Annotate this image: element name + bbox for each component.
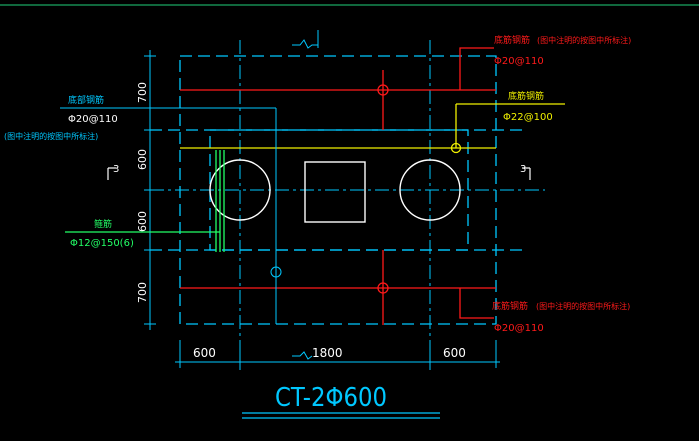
dim-bottom-3: 600	[443, 346, 466, 360]
note-bottom-right-note: (图中注明的按图中所标注)	[536, 301, 630, 311]
dim-left-2: 600	[136, 149, 149, 170]
note-green-rebar: Φ12@150(6)	[70, 238, 134, 249]
dim-left-4: 700	[136, 282, 149, 303]
dim-left-3: 600	[136, 211, 149, 232]
note-top-right-rebar: Φ20@110	[494, 56, 544, 67]
leader-lines	[60, 107, 282, 324]
note-left-top-note: (图中注明的按图中所标注)	[4, 131, 98, 141]
pile-right	[399, 159, 461, 221]
note-left-top-label: 底部钢筋	[68, 94, 104, 106]
note-yellow-rebar: Φ22@100	[503, 112, 553, 123]
dimension-lines	[144, 30, 500, 368]
yellow-rebars	[180, 103, 565, 154]
dim-left-1: 700	[136, 82, 149, 103]
green-stirrups	[65, 150, 225, 252]
dim-bottom-2: 1800	[312, 346, 343, 360]
red-rebars	[180, 47, 496, 325]
section-mark-right: 3	[520, 164, 526, 175]
note-bottom-right-label: 底筋钢筋	[492, 300, 528, 312]
piles	[209, 159, 461, 223]
note-left-top-rebar: Φ20@110	[68, 114, 118, 125]
dim-bottom-1: 600	[193, 346, 216, 360]
column	[304, 161, 366, 223]
drawing-title: CT-2Φ600	[275, 383, 387, 413]
note-green-label: 箍筋	[94, 218, 112, 230]
pile-left	[209, 159, 271, 221]
note-yellow-label: 底筋钢筋	[508, 90, 544, 102]
section-marks	[107, 167, 531, 180]
centerlines	[150, 40, 545, 370]
section-mark-left: 3	[113, 164, 119, 175]
note-top-right-note: (图中注明的按图中所标注)	[537, 35, 631, 45]
note-top-right-label: 底筋钢筋	[494, 34, 530, 46]
note-bottom-right-rebar: Φ20@110	[494, 323, 544, 334]
